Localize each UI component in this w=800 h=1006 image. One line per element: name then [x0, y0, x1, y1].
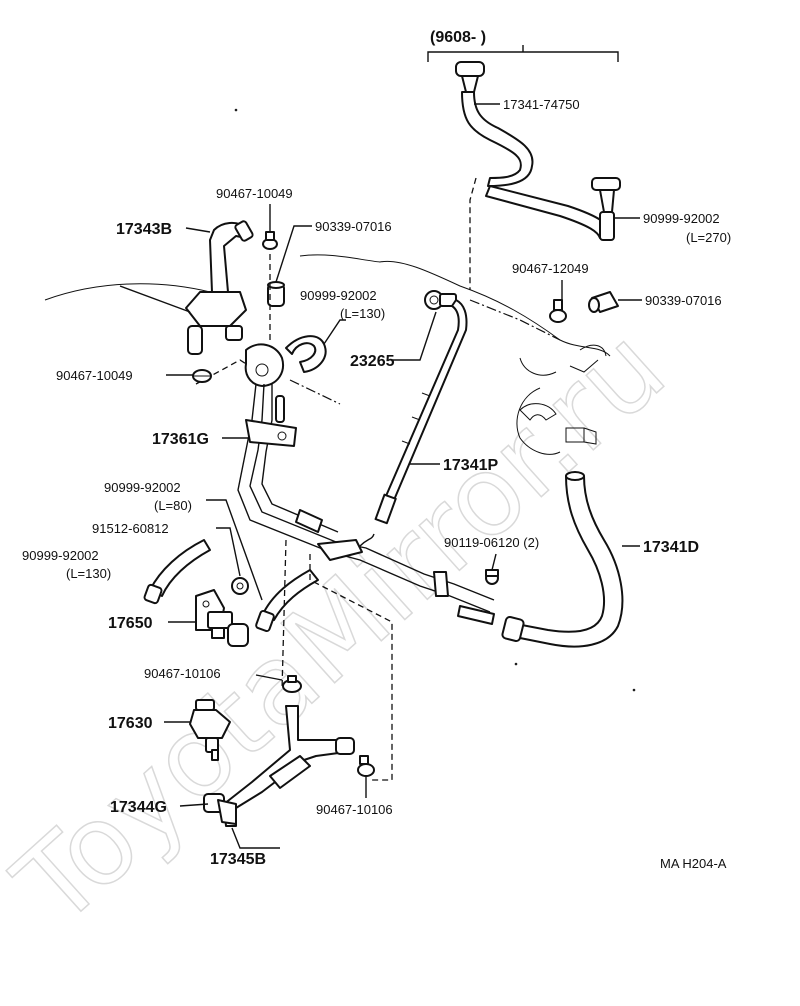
- hose-90999-92002-l130-left: [143, 539, 211, 605]
- bolt-91512-60812: [231, 577, 249, 595]
- label-90467-10049-top: 90467-10049: [216, 186, 293, 201]
- hose-90999-92002-l130-mid: [285, 335, 327, 373]
- label-90467-12049: 90467-12049: [512, 261, 589, 276]
- label-90119-06120: 90119-06120 (2): [444, 535, 539, 550]
- valve-17650: [195, 589, 249, 647]
- label-l270: (L=270): [686, 230, 731, 245]
- label-90339-07016-top: 90339-07016: [315, 219, 392, 234]
- valve-23265: [424, 290, 457, 310]
- clip-90467-12049: [549, 299, 567, 323]
- leader-17343B-body: [119, 285, 191, 313]
- engine-outline: [44, 254, 611, 455]
- dash-top: [469, 177, 477, 290]
- dash-lower-a: [281, 539, 287, 691]
- label-17344G: 17344G: [110, 799, 167, 816]
- clip-90467-10106-a: [282, 675, 302, 693]
- label-l80: (L=80): [154, 498, 192, 513]
- date-range-label: (9608- ): [430, 29, 486, 46]
- clip-90467-10049-left: [192, 369, 212, 383]
- valve-17630: [189, 699, 231, 761]
- leader-90119-06120: [491, 553, 497, 571]
- leader-17343B: [185, 227, 211, 233]
- centerline-upper: [289, 379, 341, 405]
- diagram-code: MA H204-A: [660, 856, 727, 871]
- hose-17341D: [501, 471, 624, 648]
- label-90339-07016-right: 90339-07016: [645, 293, 722, 308]
- label-90999-92002-top: 90999-92002: [643, 211, 720, 226]
- bolt-90119-06120: [485, 569, 499, 585]
- label-17341P: 17341P: [443, 457, 498, 474]
- hose-17343B: [185, 220, 254, 355]
- label-l130-mid: (L=130): [340, 306, 385, 321]
- label-17343B: 17343B: [116, 221, 172, 238]
- hose-90999-92002-l270: [485, 177, 621, 241]
- leader-91512-60812: [216, 527, 241, 577]
- leader-17345B: [231, 827, 280, 849]
- label-17345B: 17345B: [210, 851, 266, 868]
- centerline-engine: [469, 299, 561, 341]
- label-90467-10049-left: 90467-10049: [56, 368, 133, 383]
- label-90999-92002-l80: 90999-92002: [104, 480, 181, 495]
- dash-upper-left-b: [195, 359, 263, 385]
- leader-23265: [392, 311, 437, 361]
- label-17361G: 17361G: [152, 431, 209, 448]
- dash-lower-b: [309, 554, 393, 781]
- tube-assembly-17361G: [237, 343, 495, 625]
- leader-90467-10106-a: [255, 674, 283, 681]
- label-17341-74750: 17341-74750: [503, 97, 580, 112]
- label-90467-10106-a: 90467-10106: [144, 666, 221, 681]
- label-17650: 17650: [108, 615, 153, 632]
- label-90999-92002-left: 90999-92002: [22, 548, 99, 563]
- label-l130-left: (L=130): [66, 566, 111, 581]
- label-23265: 23265: [350, 353, 395, 370]
- hose-17345B: [203, 705, 355, 827]
- leader-90999-92002-mid: [323, 319, 346, 345]
- hose-17341-74750: [455, 61, 534, 187]
- leader-17344G: [179, 803, 209, 807]
- leader-90339-07016-top: [275, 225, 312, 283]
- date-bracket: [427, 45, 619, 62]
- clip-90467-10106-b: [357, 755, 375, 777]
- leader-90999-92002-l80: [206, 499, 263, 601]
- hose-90999-92002-l80: [255, 569, 319, 633]
- label-90999-92002-mid: 90999-92002: [300, 288, 377, 303]
- watermark: ToyotaMirror.ru: [0, 304, 689, 950]
- label-90467-10106-b: 90467-10106: [316, 802, 393, 817]
- clip-90467-10049-top: [262, 231, 278, 250]
- label-17630: 17630: [108, 715, 153, 732]
- label-17341D: 17341D: [643, 539, 699, 556]
- label-91512-60812: 91512-60812: [92, 521, 169, 536]
- cap-90339-07016-right: [588, 291, 619, 313]
- pipe-17341P: [374, 299, 468, 525]
